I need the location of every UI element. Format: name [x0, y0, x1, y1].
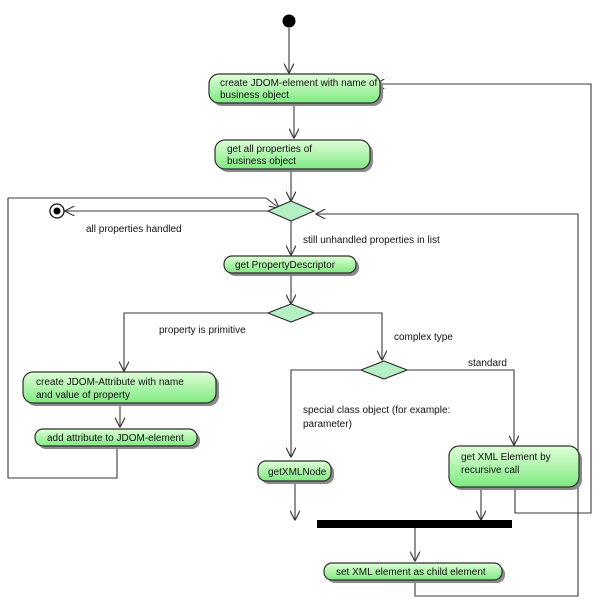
guard-primitive: property is primitive	[159, 325, 246, 336]
edge-to-create-attribute	[124, 312, 268, 371]
activity-get-properties-line2: business object	[227, 156, 296, 167]
decision-complex-kind	[359, 360, 409, 380]
decision-primitive-or-complex	[266, 303, 316, 323]
guard-all-handled: all properties handled	[86, 224, 182, 235]
activity-get-xml-element-line2: recursive call	[461, 465, 519, 476]
activity-create-element: create JDOM-element with name of busines…	[208, 73, 383, 106]
activity-get-descriptor: get PropertyDescriptor	[223, 255, 359, 276]
activity-get-properties-line1: get all properties of	[227, 144, 312, 155]
activity-get-properties: get all properties of business object	[214, 139, 373, 172]
activity-create-element-line2: business object	[220, 90, 289, 101]
guard-special-line2: parameter)	[303, 419, 352, 430]
final-node	[49, 203, 65, 219]
activity-add-attribute: add attribute to JDOM-element	[34, 428, 200, 449]
activity-create-attribute: create JDOM-Attribute with name and valu…	[22, 371, 219, 406]
activity-create-element-line1: create JDOM-element with name of	[220, 78, 378, 89]
edge-recursive-call	[375, 84, 592, 514]
edge-to-getxmlnode	[291, 369, 361, 457]
activity-create-attribute-line2: and value of property	[36, 390, 130, 401]
activity-set-child: set XML element as child element	[323, 562, 505, 583]
guard-complex: complex type	[394, 332, 453, 343]
edge-loop-primitive	[7, 197, 279, 479]
activity-get-xml-element-line1: get XML Element by	[461, 452, 551, 463]
activity-get-xml-node-label: getXMLNode	[268, 467, 327, 478]
activity-get-xml-element: get XML Element by recursive call	[448, 445, 582, 490]
edge-to-decision3	[314, 312, 382, 360]
edges	[7, 28, 592, 597]
join-bar	[317, 520, 512, 528]
guard-special-line1: special class object (for example:	[303, 405, 450, 416]
guard-standard: standard	[468, 358, 507, 369]
activity-get-descriptor-label: get PropertyDescriptor	[235, 260, 336, 271]
activity-set-child-label: set XML element as child element	[336, 567, 486, 578]
edge-to-get-xml-element	[407, 369, 514, 445]
initial-node	[282, 14, 296, 28]
activity-add-attribute-label: add attribute to JDOM-element	[47, 433, 184, 444]
activity-get-xml-node: getXMLNode	[257, 460, 334, 484]
guard-still-unhandled: still unhandled properties in list	[303, 235, 440, 246]
activity-create-attribute-line1: create JDOM-Attribute with name	[36, 377, 184, 388]
decision-properties-left	[266, 200, 316, 222]
edge-loop-set-child	[316, 214, 579, 597]
